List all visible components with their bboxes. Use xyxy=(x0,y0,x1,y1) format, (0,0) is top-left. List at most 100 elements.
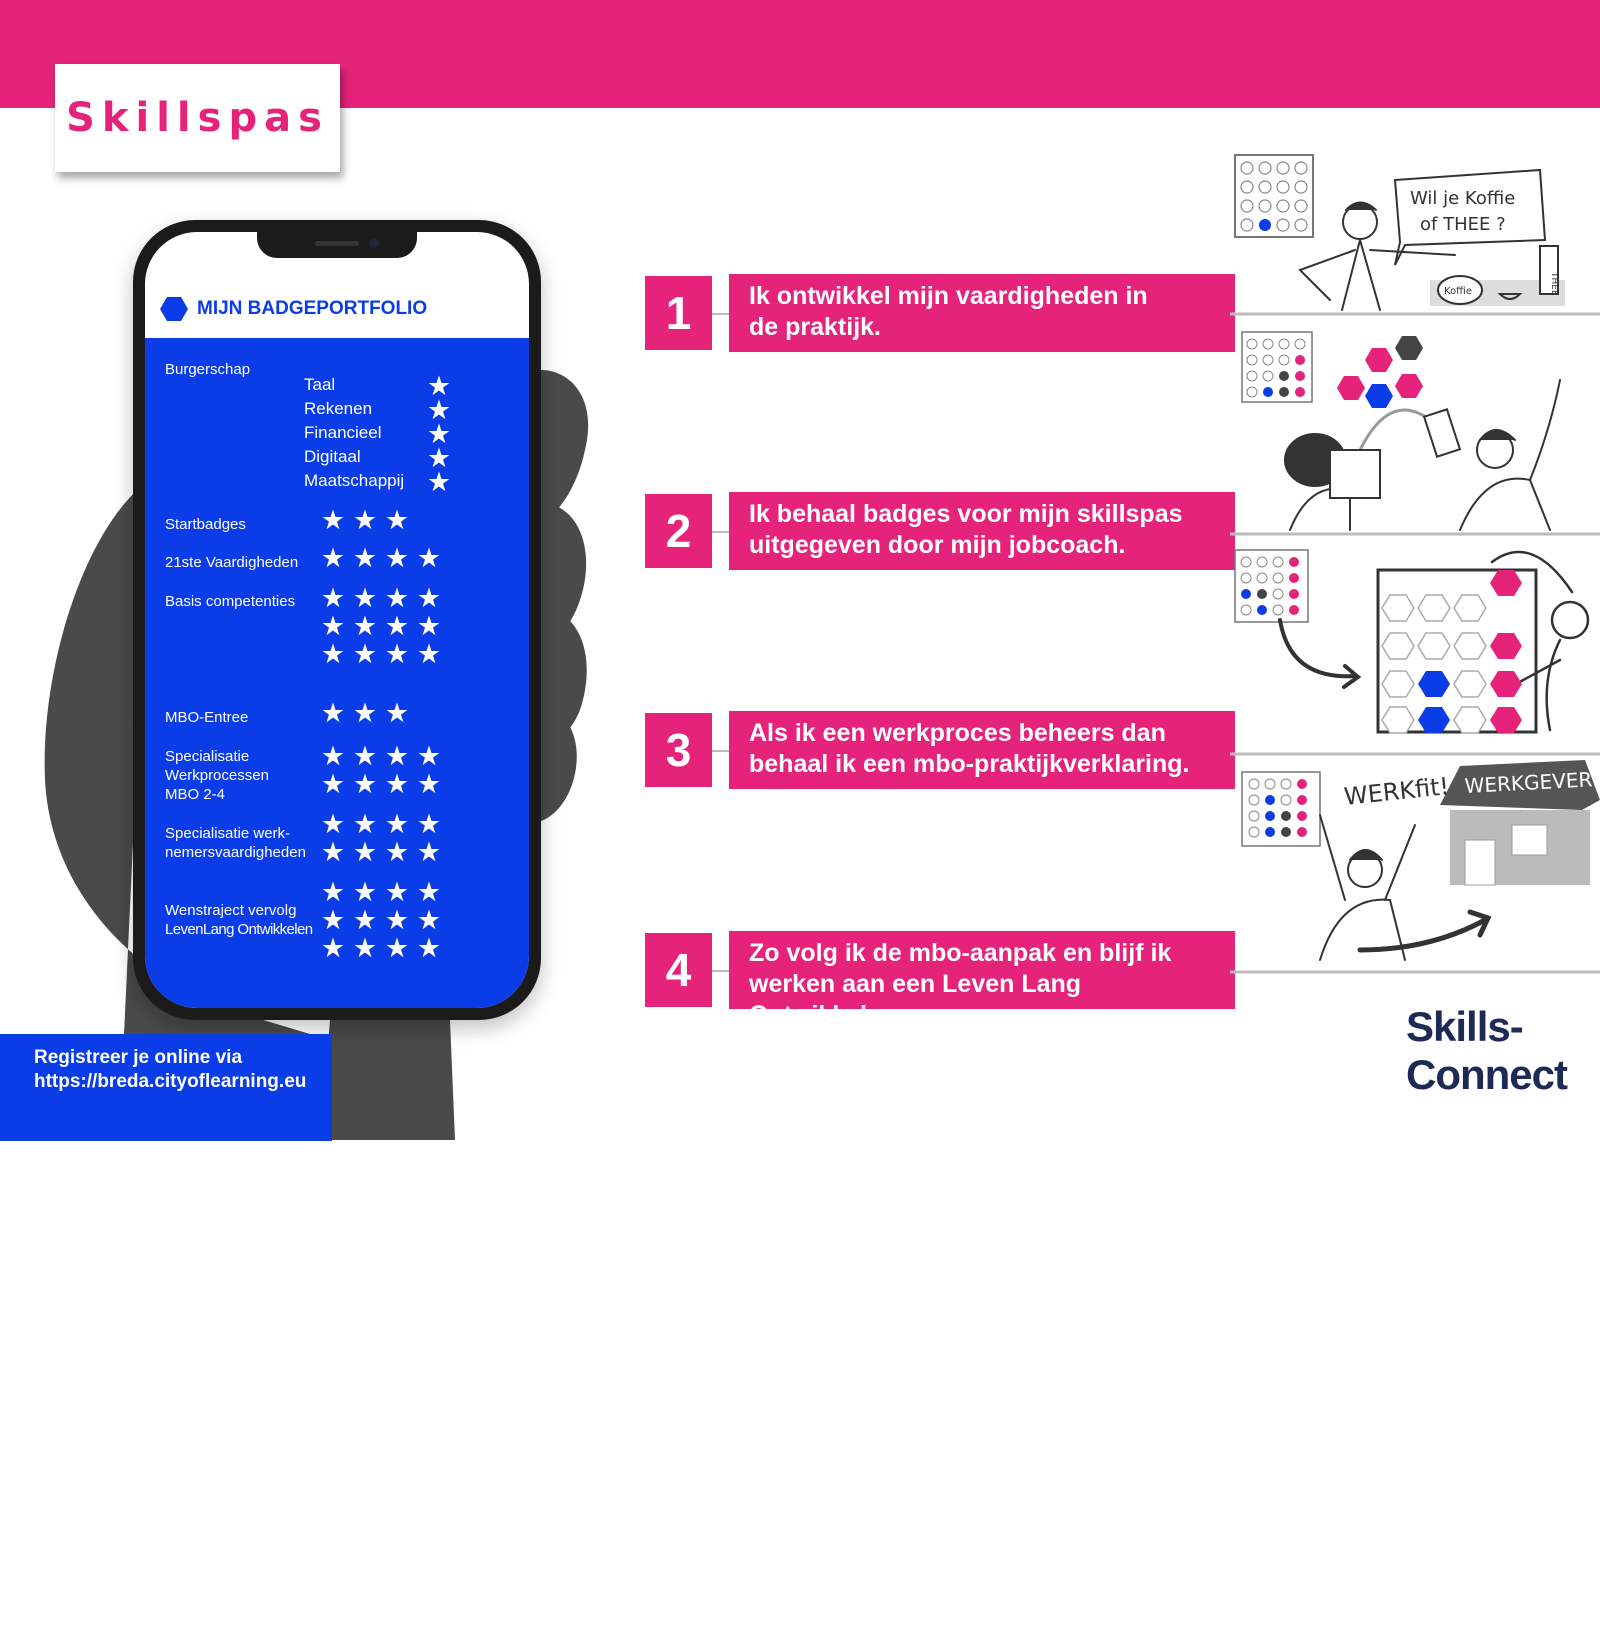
logo-line-1: Skills- xyxy=(1406,1003,1524,1050)
wenstraject-stars: ★ ★ ★ ★ ★ ★ ★ ★ ★ ★ ★ ★ xyxy=(317,878,449,962)
label-line: Werkprocessen xyxy=(165,767,269,784)
star-icon: ★ xyxy=(384,809,410,839)
group-label-mbo-entree: MBO-Entree xyxy=(165,709,249,726)
star-icon: ★ xyxy=(416,583,442,613)
group-label-wenstraject: Wenstraject vervolg LevenLang Ontwikkele… xyxy=(165,901,313,939)
sub-label-maatschappij: Maatschappij xyxy=(304,471,405,490)
star-icon: ★ xyxy=(416,543,442,573)
star-icon: ★ xyxy=(416,933,442,963)
koffie-label: Koffie xyxy=(1444,286,1472,297)
star-icon: ★ xyxy=(320,741,346,771)
badge-board-4 xyxy=(1248,778,1307,838)
speaker-icon xyxy=(315,241,359,246)
star-icon: ★ xyxy=(416,611,442,641)
star-icon: ★ xyxy=(352,905,378,935)
step-2: 2 Ik behaal badges voor mijn skillspas u… xyxy=(645,492,1235,570)
badge-board-1 xyxy=(1240,161,1308,232)
werknemers-stars: ★ ★ ★ ★ ★ ★ ★ ★ xyxy=(317,810,449,866)
star-icon: ★ xyxy=(384,769,410,799)
star-icon: ★ xyxy=(384,933,410,963)
star-icon: ★ xyxy=(416,639,442,669)
label-line: nemersvaardigheden xyxy=(165,844,306,861)
star-icon: ★ xyxy=(352,877,378,907)
star-icon: ★ xyxy=(426,419,452,449)
star-icon: ★ xyxy=(384,877,410,907)
star-icon: ★ xyxy=(352,837,378,867)
group-label-21ste-vaardigheden: 21ste Vaardigheden xyxy=(165,554,299,571)
star-icon: ★ xyxy=(352,809,378,839)
star-icon: ★ xyxy=(426,467,452,497)
large-badge-board xyxy=(1381,570,1522,734)
phone-screen: MIJN BADGEPORTFOLIO Burgerschap Taal Rek… xyxy=(145,232,529,1008)
startbadges-stars: ★ ★ ★ xyxy=(317,506,413,534)
vaardigheden-stars: ★ ★ ★ ★ xyxy=(317,544,445,572)
step-number: 4 xyxy=(645,933,712,1007)
label-line: MBO 2-4 xyxy=(165,786,226,803)
badge-portfolio-panel: Burgerschap Taal Rekenen Financieel Digi… xyxy=(145,338,529,1008)
star-icon: ★ xyxy=(416,809,442,839)
group-label-basis-competenties: Basis competenties xyxy=(165,593,296,610)
star-icon: ★ xyxy=(352,583,378,613)
group-label-burgerschap: Burgerschap xyxy=(165,361,251,378)
step-number: 2 xyxy=(645,494,712,568)
star-icon: ★ xyxy=(352,741,378,771)
group-label-startbadges: Startbadges xyxy=(165,516,246,533)
werkgever-house-icon xyxy=(1440,760,1600,886)
skills-connect-logo: Skills- Connect xyxy=(1406,1003,1568,1113)
step-number: 1 xyxy=(645,276,712,350)
star-icon: ★ xyxy=(320,583,346,613)
step-line: werken aan een Leven Lang Ontwikkelen. xyxy=(749,970,1082,1029)
hexagon-badge-icon xyxy=(160,297,188,321)
floating-hexagons xyxy=(1337,336,1423,408)
step-4: 4 Zo volg ik de mbo-aanpak en blijf ik w… xyxy=(645,931,1235,1029)
star-icon: ★ xyxy=(384,583,410,613)
star-icon: ★ xyxy=(320,698,346,728)
step-1: 1 Ik ontwikkel mijn vaardigheden in de p… xyxy=(645,274,1235,352)
star-icon: ★ xyxy=(320,809,346,839)
label-line: Specialisatie werk- xyxy=(165,825,291,842)
page-title: Skillspas xyxy=(66,95,329,141)
step-line: Ik ontwikkel mijn vaardigheden in xyxy=(749,282,1148,310)
step-connector xyxy=(712,313,729,315)
star-icon: ★ xyxy=(320,837,346,867)
step-connector xyxy=(712,750,729,752)
speech-text-2: of THEE ? xyxy=(1420,214,1506,235)
star-icon: ★ xyxy=(416,837,442,867)
star-icon: ★ xyxy=(320,877,346,907)
step-text: Ik ontwikkel mijn vaardigheden in de pra… xyxy=(729,274,1235,352)
star-icon: ★ xyxy=(352,639,378,669)
star-icon: ★ xyxy=(320,933,346,963)
star-icon: ★ xyxy=(426,395,452,425)
app-title: MIJN BADGEPORTFOLIO xyxy=(197,298,428,319)
star-icon: ★ xyxy=(352,698,378,728)
label-line: Wenstraject vervolg xyxy=(165,902,297,919)
label-line: Specialisatie xyxy=(165,748,250,765)
star-icon: ★ xyxy=(320,639,346,669)
star-icon: ★ xyxy=(320,769,346,799)
step-connector xyxy=(712,970,729,972)
star-icon: ★ xyxy=(352,611,378,641)
camera-icon xyxy=(369,238,379,248)
star-icon: ★ xyxy=(384,543,410,573)
basis-stars: ★ ★ ★ ★ ★ ★ ★ ★ ★ ★ ★ ★ xyxy=(317,584,449,668)
step-text: Als ik een werkproces beheers dan behaal… xyxy=(729,711,1235,789)
star-icon: ★ xyxy=(384,505,410,535)
step-illustrations: Wil je Koffie of THEE ? Koffie THEE xyxy=(1230,154,1600,974)
title-card: Skillspas xyxy=(55,64,340,172)
register-url[interactable]: https://breda.cityoflearning.eu xyxy=(34,1071,307,1092)
step-line: Ik behaal badges voor mijn skillspas xyxy=(749,500,1183,528)
step-3: 3 Als ik een werkproces beheers dan beha… xyxy=(645,711,1235,789)
badge-board-2 xyxy=(1246,338,1306,398)
sub-label-rekenen: Rekenen xyxy=(304,399,373,418)
step-line: Als ik een werkproces beheers dan xyxy=(749,719,1166,747)
step-line: behaal ik een mbo-praktijkverklaring. xyxy=(749,750,1190,778)
star-icon: ★ xyxy=(426,443,452,473)
step-number: 3 xyxy=(645,713,712,787)
star-icon: ★ xyxy=(320,611,346,641)
step-line: de praktijk. xyxy=(749,313,881,341)
mbo-entree-stars: ★ ★ ★ xyxy=(317,699,413,727)
sub-label-digitaal: Digitaal xyxy=(304,447,361,466)
star-icon: ★ xyxy=(320,905,346,935)
star-icon: ★ xyxy=(416,741,442,771)
star-icon: ★ xyxy=(416,877,442,907)
